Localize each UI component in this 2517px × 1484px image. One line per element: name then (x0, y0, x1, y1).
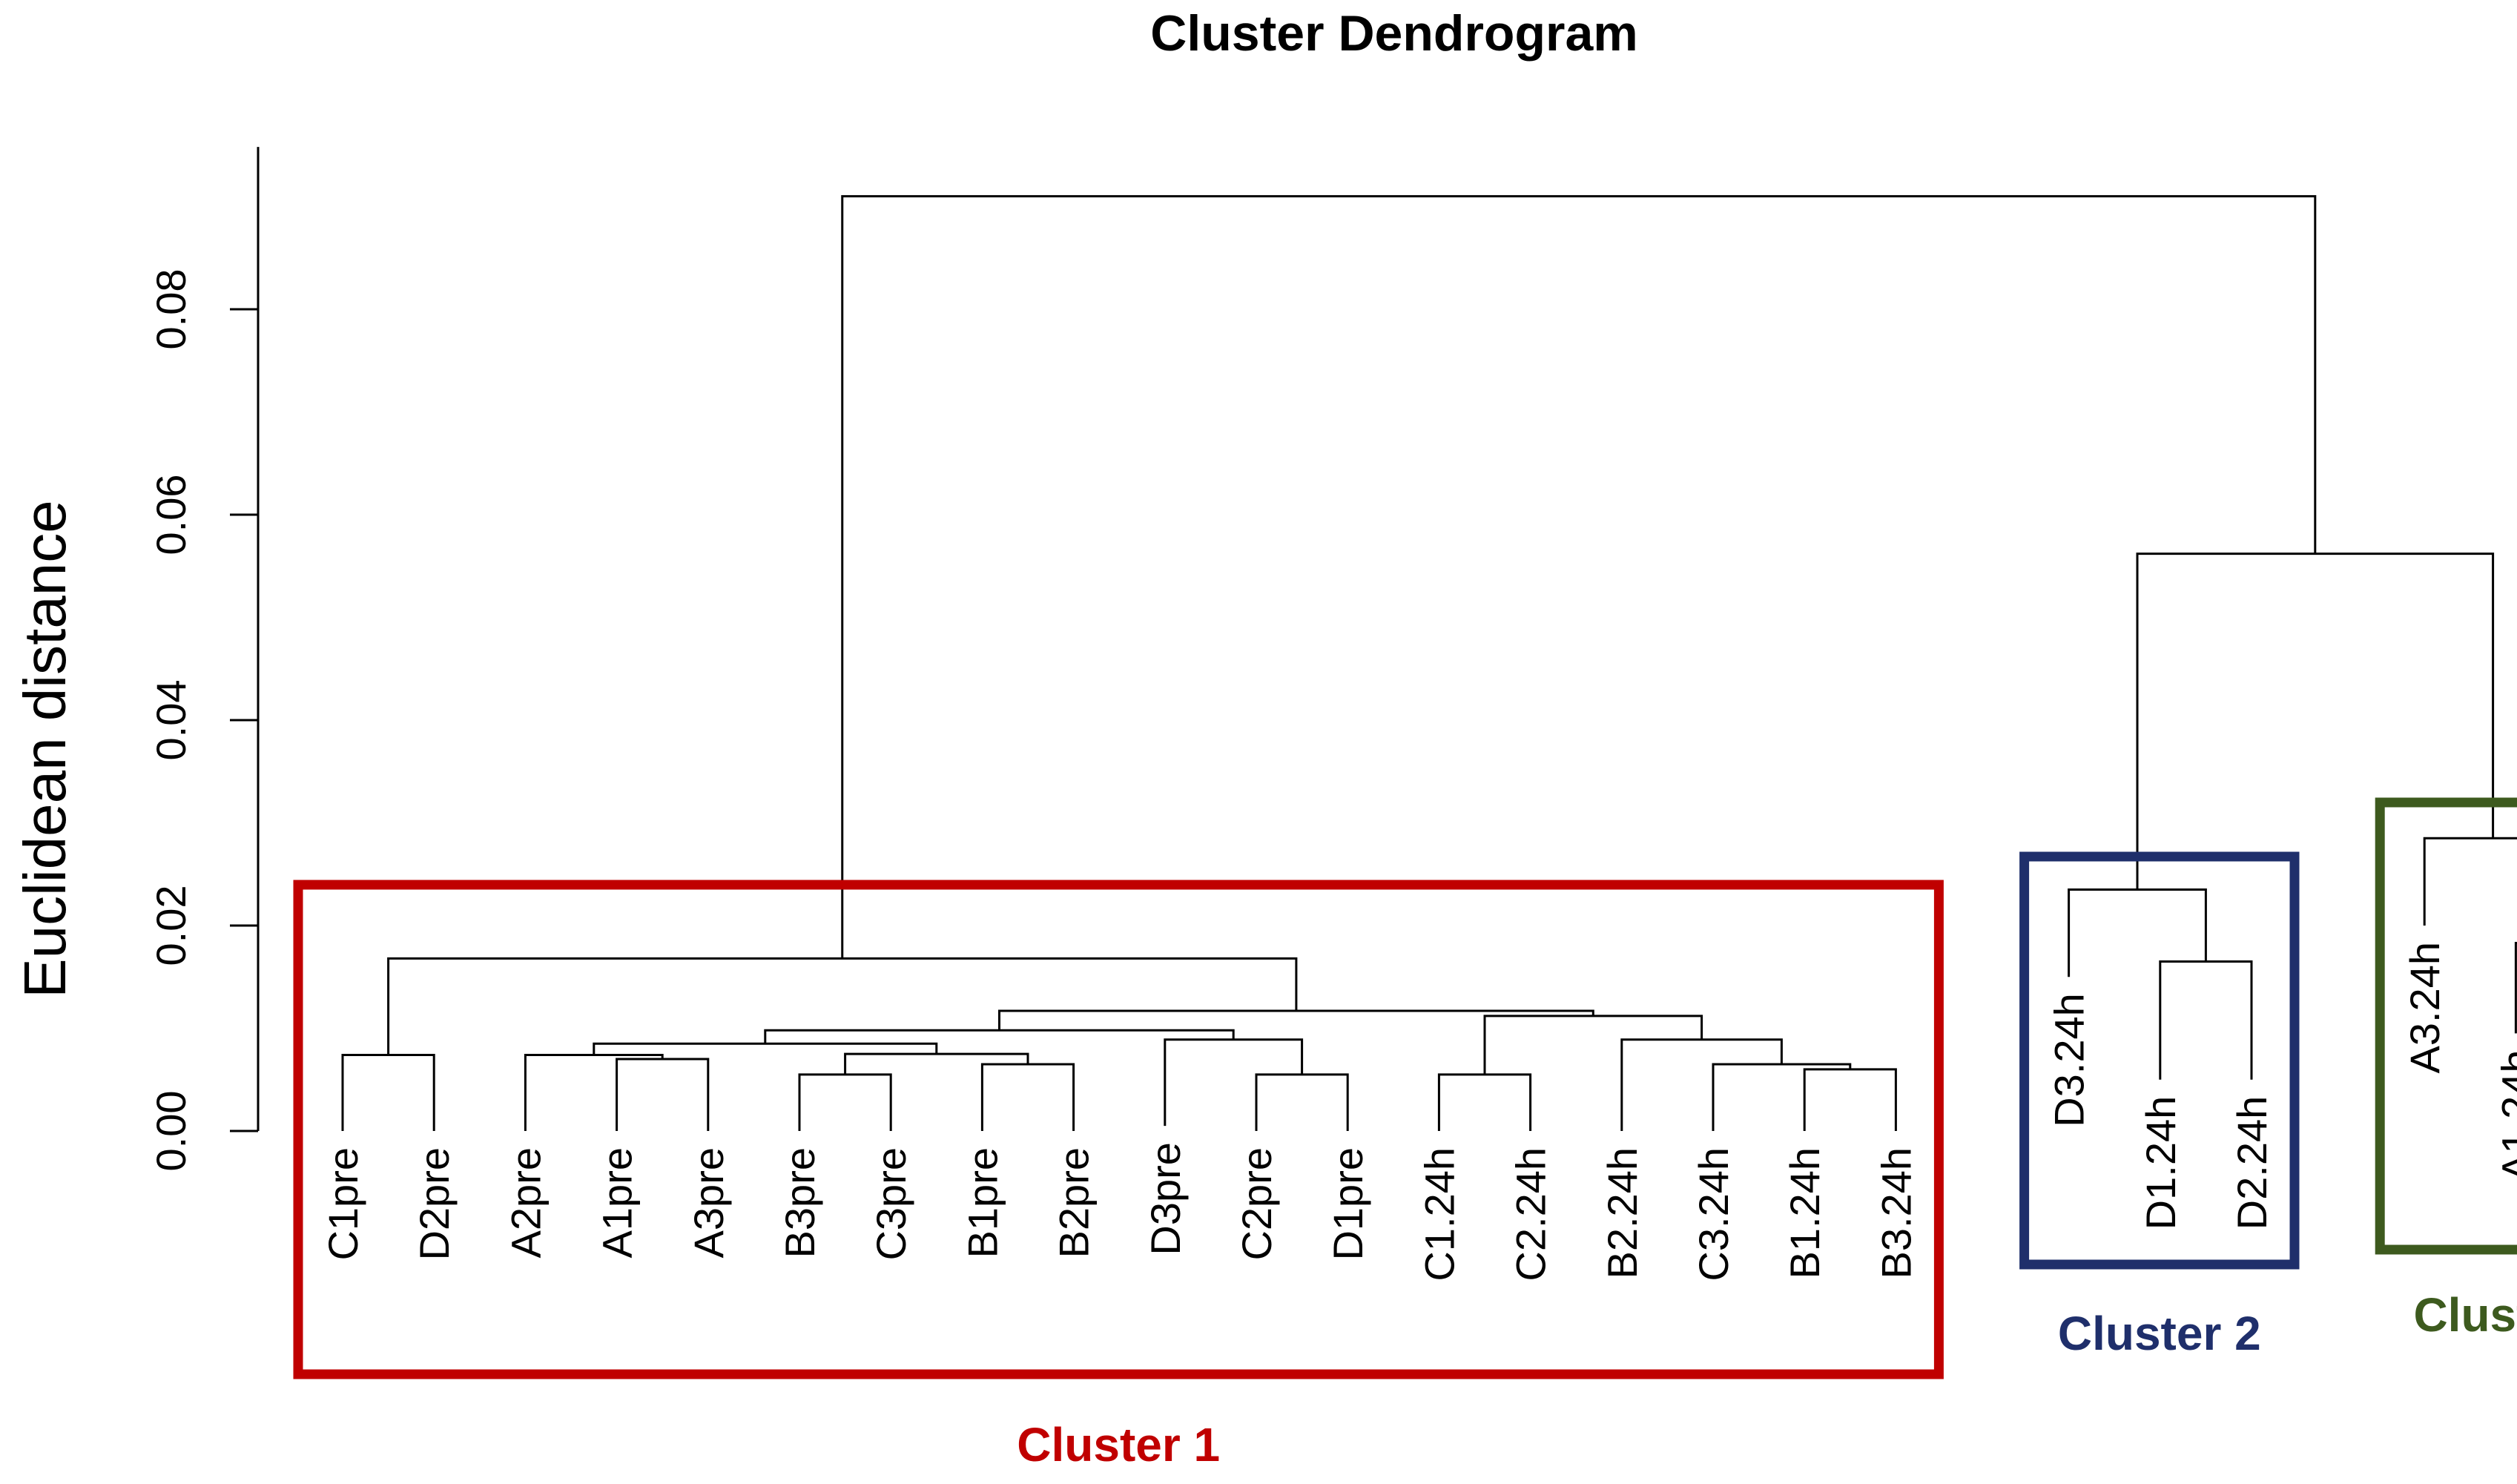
dendrogram-link (1164, 1038, 1304, 1127)
dendrogram-link (1803, 1068, 1897, 1131)
dendrogram-link (593, 1042, 938, 1055)
dendrogram-link (2159, 960, 2253, 1080)
dendrogram-link (1712, 1063, 1852, 1131)
dendrogram-link (764, 1029, 1235, 1044)
leaf-label: C3.24h (1690, 1147, 1737, 1282)
leaf-label: A2pre (502, 1147, 549, 1258)
y-tick-label: 0.00 (148, 1091, 194, 1172)
leaf-label: A1.24h (2493, 1049, 2517, 1181)
dendrogram-link (2068, 888, 2207, 977)
cluster-box (2019, 851, 2300, 1270)
leaf-label: D3.24h (2046, 993, 2093, 1127)
leaf-label: A3pre (685, 1147, 732, 1258)
leaf-label: B2pre (1051, 1147, 1098, 1258)
leaf-label: C3pre (868, 1147, 914, 1261)
leaf-label: B2.24h (1599, 1147, 1646, 1279)
leaf-label: C2.24h (1508, 1147, 1554, 1282)
dendrogram-link (1620, 1038, 1783, 1131)
dendrogram-link (341, 1054, 435, 1131)
dendrogram-link (841, 195, 2317, 959)
leaf-label: D2pre (411, 1147, 458, 1261)
dendrogram-link (980, 1063, 1075, 1131)
y-axis: 0.00 0.02 0.04 0.06 0.08 (148, 147, 260, 1172)
y-tick-label: 0.04 (148, 680, 194, 761)
leaf-label: C2pre (1233, 1147, 1280, 1261)
dendrogram-links (341, 195, 2517, 1131)
dendrogram-link (798, 1073, 892, 1131)
leaf-label: D3pre (1142, 1142, 1189, 1256)
leaf-label: A3.24h (2401, 942, 2448, 1074)
cluster-box (293, 880, 1944, 1379)
leaf-label: D2.24h (2229, 1096, 2275, 1230)
cluster-label: Cluster 1 (1017, 1418, 1220, 1471)
dendrogram-link (2514, 942, 2517, 1034)
dendrogram-link (998, 1009, 1594, 1031)
y-axis-label: Euclidean distance (12, 500, 78, 998)
dendrogram-link (616, 1058, 710, 1131)
leaf-labels: C1pre D2pre A2pre A1pre A3pre B3pre C3pre B1pre… (320, 942, 2517, 1282)
dendrogram-link (2423, 837, 2517, 926)
cluster-label: Cluster 3 (2413, 1288, 2517, 1342)
y-tick-label: 0.08 (148, 269, 194, 350)
leaf-label: B3.24h (1873, 1147, 1919, 1279)
dendrogram-link (1437, 1073, 1532, 1131)
dendrogram-link (387, 957, 1298, 1055)
cluster-label: Cluster 2 (2058, 1307, 2261, 1360)
leaf-label: B3pre (776, 1147, 823, 1258)
dendrogram-link (1483, 1015, 1703, 1075)
leaf-label: D1.24h (2137, 1096, 2184, 1230)
cluster-box (2375, 797, 2517, 1255)
y-tick-label: 0.06 (148, 475, 194, 555)
leaf-label: D1pre (1325, 1147, 1371, 1261)
dendrogram-link (844, 1052, 1029, 1075)
chart-title: Cluster Dendrogram (1150, 5, 1637, 62)
dendrogram-link (524, 1054, 664, 1131)
leaf-label: B1.24h (1781, 1147, 1828, 1279)
cluster-boxes: Cluster 1 Cluster 2 Cluster 3 (293, 797, 2517, 1471)
leaf-label: B1pre (959, 1147, 1006, 1258)
leaf-label: C1.24h (1416, 1147, 1462, 1282)
leaf-label: C1pre (320, 1147, 366, 1261)
dendrogram-link (1255, 1073, 1349, 1131)
leaf-label: A1pre (594, 1147, 641, 1258)
y-tick-label: 0.02 (148, 886, 194, 966)
